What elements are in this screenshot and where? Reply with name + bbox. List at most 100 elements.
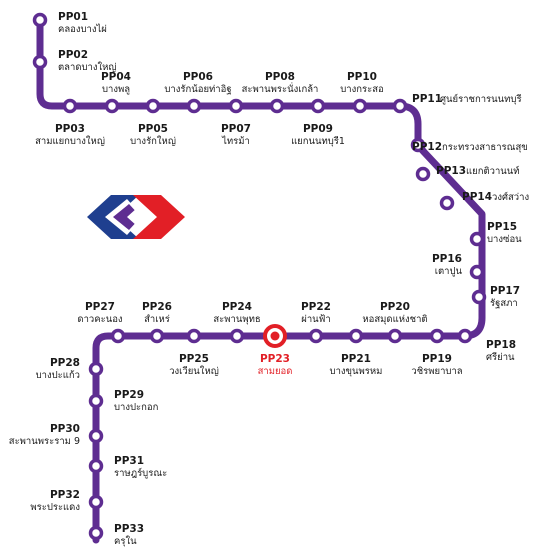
station-name-pp13: แยกติวานนท์ (466, 165, 520, 177)
station-code-pp09: PP09 (303, 123, 333, 135)
station-code-pp11: PP11 (412, 93, 442, 105)
station-code-pp16: PP16 (432, 253, 462, 265)
station-marker-pp24[interactable] (229, 328, 245, 344)
station-marker-pp32[interactable] (88, 494, 104, 510)
station-name-pp26: สำเหร่ (144, 314, 170, 325)
station-code-pp03: PP03 (55, 123, 85, 135)
station-name-pp06: บางรักน้อยท่าอิฐ (164, 84, 231, 95)
station-name-pp10: บางกระสอ (340, 84, 383, 95)
station-marker-pp20[interactable] (387, 328, 403, 344)
station-marker-pp14[interactable] (439, 195, 455, 211)
station-name-pp04: บางพลู (102, 84, 130, 95)
station-marker-pp28[interactable] (88, 361, 104, 377)
station-marker-pp10[interactable] (352, 98, 368, 114)
station-code-pp12: PP12 (412, 141, 442, 153)
station-code-pp27: PP27 (85, 301, 115, 313)
station-marker-pp02[interactable] (32, 54, 48, 70)
station-code-pp07: PP07 (221, 123, 251, 135)
station-marker-pp04[interactable] (104, 98, 120, 114)
station-code-pp22: PP22 (301, 301, 331, 313)
station-marker-pp07[interactable] (228, 98, 244, 114)
station-name-pp09: แยกนนทบุรี1 (291, 135, 345, 147)
station-marker-pp26[interactable] (149, 328, 165, 344)
station-name-pp24: สะพานพุทธ (213, 314, 260, 325)
station-name-pp33: ครุใน (114, 535, 137, 547)
station-code-pp23: PP23 (260, 353, 290, 365)
station-marker-pp05[interactable] (145, 98, 161, 114)
station-marker-pp03[interactable] (62, 98, 78, 114)
station-name-pp21: บางขุนพรหม (330, 366, 383, 377)
station-marker-pp19[interactable] (429, 328, 445, 344)
station-name-pp08: สะพานพระนั่งเกล้า (242, 82, 319, 95)
station-marker-pp09[interactable] (310, 98, 326, 114)
station-marker-pp13[interactable] (415, 166, 431, 182)
station-marker-pp27[interactable] (110, 328, 126, 344)
station-code-pp01: PP01 (58, 11, 88, 23)
station-name-pp03: สามแยกบางใหญ่ (35, 135, 105, 147)
station-code-pp32: PP32 (50, 489, 80, 501)
station-marker-pp31[interactable] (88, 458, 104, 474)
station-code-pp19: PP19 (422, 353, 452, 365)
station-name-pp14: วงศ์สว่าง (492, 191, 529, 203)
station-marker-pp12[interactable] (410, 137, 426, 153)
station-code-pp25: PP25 (179, 353, 209, 365)
station-name-pp11: ศูนย์ราชการนนทบุรี (440, 93, 522, 105)
station-code-pp05: PP05 (138, 123, 168, 135)
station-name-pp22: ผ่านฟ้า (301, 314, 330, 325)
station-code-pp21: PP21 (341, 353, 371, 365)
station-code-pp29: PP29 (114, 389, 144, 401)
station-code-pp15: PP15 (487, 221, 517, 233)
station-name-pp12: กระทรวงสาธารณสุข (442, 142, 528, 153)
station-marker-pp01[interactable] (32, 12, 48, 28)
station-name-pp07: ไทรม้า (221, 135, 250, 147)
station-code-pp26: PP26 (142, 301, 172, 313)
station-name-pp20: หอสมุดแห่งชาติ (362, 314, 427, 325)
station-code-pp02: PP02 (58, 49, 88, 61)
station-name-pp01: คลองบางไผ่ (58, 23, 107, 35)
station-code-pp30: PP30 (50, 423, 80, 435)
station-marker-pp30[interactable] (88, 428, 104, 444)
station-code-pp24: PP24 (222, 301, 252, 313)
station-name-pp31: ราษฎร์บูรณะ (114, 467, 167, 479)
station-marker-pp33[interactable] (88, 525, 104, 541)
station-marker-pp11[interactable] (392, 98, 408, 114)
station-marker-pp15[interactable] (469, 231, 485, 247)
station-name-pp32: พระประแดง (30, 502, 80, 513)
station-code-pp14: PP14 (462, 191, 492, 203)
station-name-pp23: สามยอด (258, 366, 293, 377)
station-name-pp25: วงเวียนใหญ่ (169, 365, 219, 377)
station-code-pp04: PP04 (101, 71, 131, 83)
station-code-pp31: PP31 (114, 455, 144, 467)
station-name-pp16: เตาปูน (435, 266, 463, 277)
station-marker-pp22[interactable] (308, 328, 324, 344)
station-name-pp29: บางปะกอก (114, 402, 159, 413)
station-name-pp18: ศรีย่าน (486, 351, 515, 363)
station-name-pp17: รัฐสภา (490, 298, 518, 309)
station-code-pp28: PP28 (50, 357, 80, 369)
station-marker-center (270, 331, 280, 341)
station-name-pp27: ดาวคะนอง (77, 314, 122, 325)
station-marker-pp29[interactable] (88, 393, 104, 409)
station-code-pp17: PP17 (490, 285, 520, 297)
station-code-pp08: PP08 (265, 71, 295, 83)
station-code-pp18: PP18 (486, 339, 516, 351)
station-marker-pp08[interactable] (269, 98, 285, 114)
stations-layer (32, 12, 487, 541)
station-code-pp10: PP10 (347, 71, 377, 83)
station-code-pp13: PP13 (436, 165, 466, 177)
station-name-pp05: บางรักใหญ่ (130, 135, 176, 147)
station-name-pp28: บางปะแก้ว (36, 370, 80, 381)
station-name-pp30: สะพานพระราม 9 (9, 436, 80, 447)
station-marker-pp17[interactable] (471, 289, 487, 305)
station-marker-pp06[interactable] (186, 98, 202, 114)
station-marker-pp18[interactable] (457, 328, 473, 344)
station-name-pp02: ตลาดบางใหญ่ (58, 61, 117, 73)
station-marker-pp16[interactable] (469, 264, 485, 280)
station-code-pp20: PP20 (380, 301, 410, 313)
station-marker-pp21[interactable] (348, 328, 364, 344)
station-code-pp33: PP33 (114, 523, 144, 535)
station-marker-pp25[interactable] (186, 328, 202, 344)
mrt-logo (87, 195, 185, 239)
